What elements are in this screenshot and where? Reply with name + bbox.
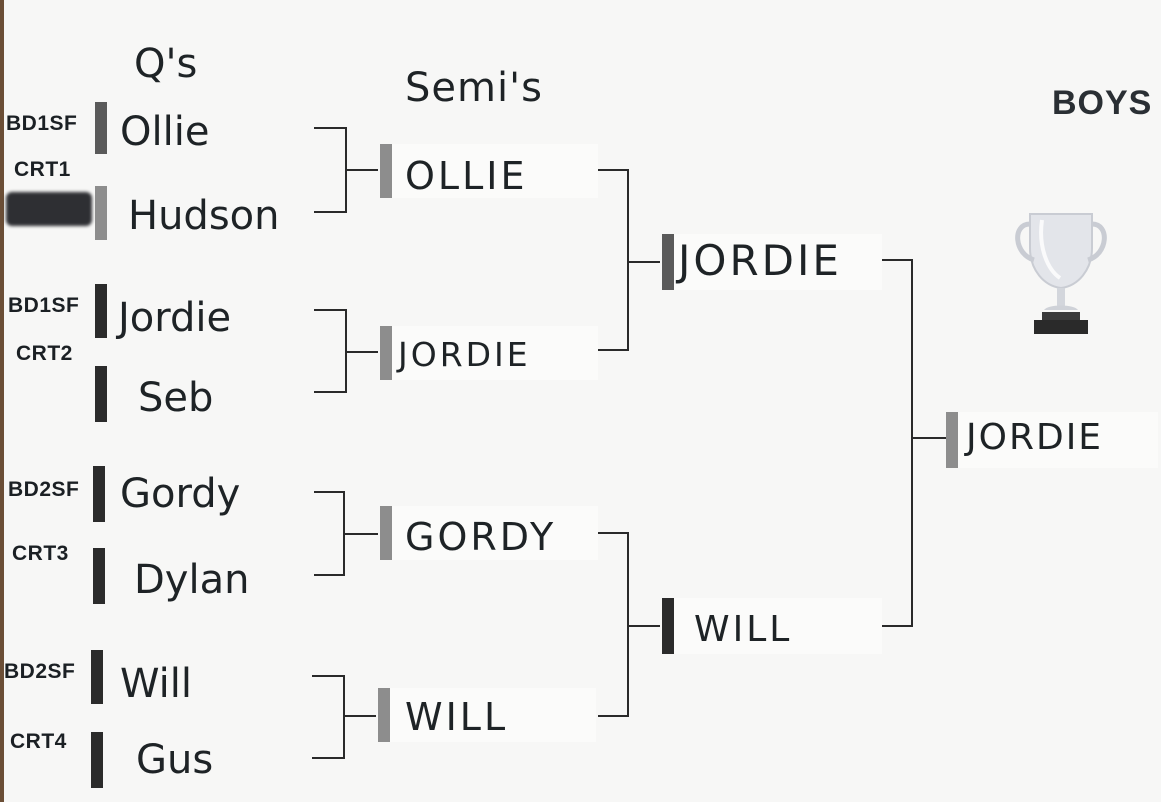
qf-player: Ollie (120, 109, 210, 155)
court-label: CRT1 (14, 158, 71, 181)
quarterfinals-header: Q's (134, 41, 198, 87)
player-slot-marker (946, 412, 958, 468)
scribbled-out-text (6, 192, 92, 226)
player-slot-marker (91, 732, 103, 788)
match-code: BD2SF (8, 478, 80, 501)
champion-name: JORDIE (966, 417, 1104, 458)
sf-slot-bg (390, 688, 596, 742)
sf-slot-bg (392, 326, 598, 380)
final-slot-bg (674, 234, 882, 290)
player-slot-marker (95, 284, 107, 338)
player-slot-marker (380, 144, 392, 198)
qf-player: Hudson (128, 193, 280, 239)
final-player: JORDIE (678, 236, 842, 285)
player-slot-marker (95, 102, 107, 154)
court-label: CRT2 (16, 342, 73, 365)
player-slot-marker (380, 326, 392, 380)
final-slot-bg (674, 598, 882, 654)
player-slot-marker (95, 366, 107, 422)
qf-player: Seb (138, 375, 214, 421)
bracket-q2 (314, 309, 347, 393)
division-title: BOYS (1052, 84, 1153, 122)
bracket-final (882, 259, 913, 627)
qf-player: Gordy (120, 471, 241, 517)
champion-slot-bg (958, 412, 1158, 468)
player-slot-marker (662, 234, 674, 290)
semifinals-header: Semi's (405, 65, 543, 111)
player-slot-marker (95, 186, 107, 240)
bracket-q3 (314, 491, 345, 576)
sf-slot-bg (392, 506, 598, 560)
match-code: BD1SF (6, 112, 78, 135)
sf-player: OLLIE (405, 154, 528, 198)
player-slot-marker (380, 506, 392, 560)
match-code: BD1SF (8, 294, 80, 317)
sf-player: WILL (405, 695, 509, 739)
final-player: WILL (694, 609, 793, 650)
qf-player: Will (120, 661, 193, 707)
player-slot-marker (378, 688, 390, 742)
court-label: CRT4 (10, 730, 67, 753)
player-slot-marker (93, 548, 105, 604)
qf-player: Jordie (118, 295, 232, 341)
match-code: BD2SF (4, 660, 76, 683)
qf-player: Gus (136, 737, 214, 783)
bracket-q4 (312, 675, 345, 759)
bracket-sf2 (598, 532, 629, 717)
sf-player: GORDY (405, 515, 557, 559)
qf-player: Dylan (134, 557, 250, 603)
bracket-sf1 (598, 169, 629, 351)
player-slot-marker (662, 598, 674, 654)
player-slot-marker (91, 650, 103, 704)
sf-slot-bg (392, 144, 598, 198)
trophy-icon (1015, 213, 1107, 334)
court-label: CRT3 (12, 542, 69, 565)
player-slot-marker (93, 466, 105, 522)
paper-edge (0, 0, 4, 802)
bracket-q1 (314, 127, 347, 213)
sf-player: JORDIE (398, 335, 531, 374)
